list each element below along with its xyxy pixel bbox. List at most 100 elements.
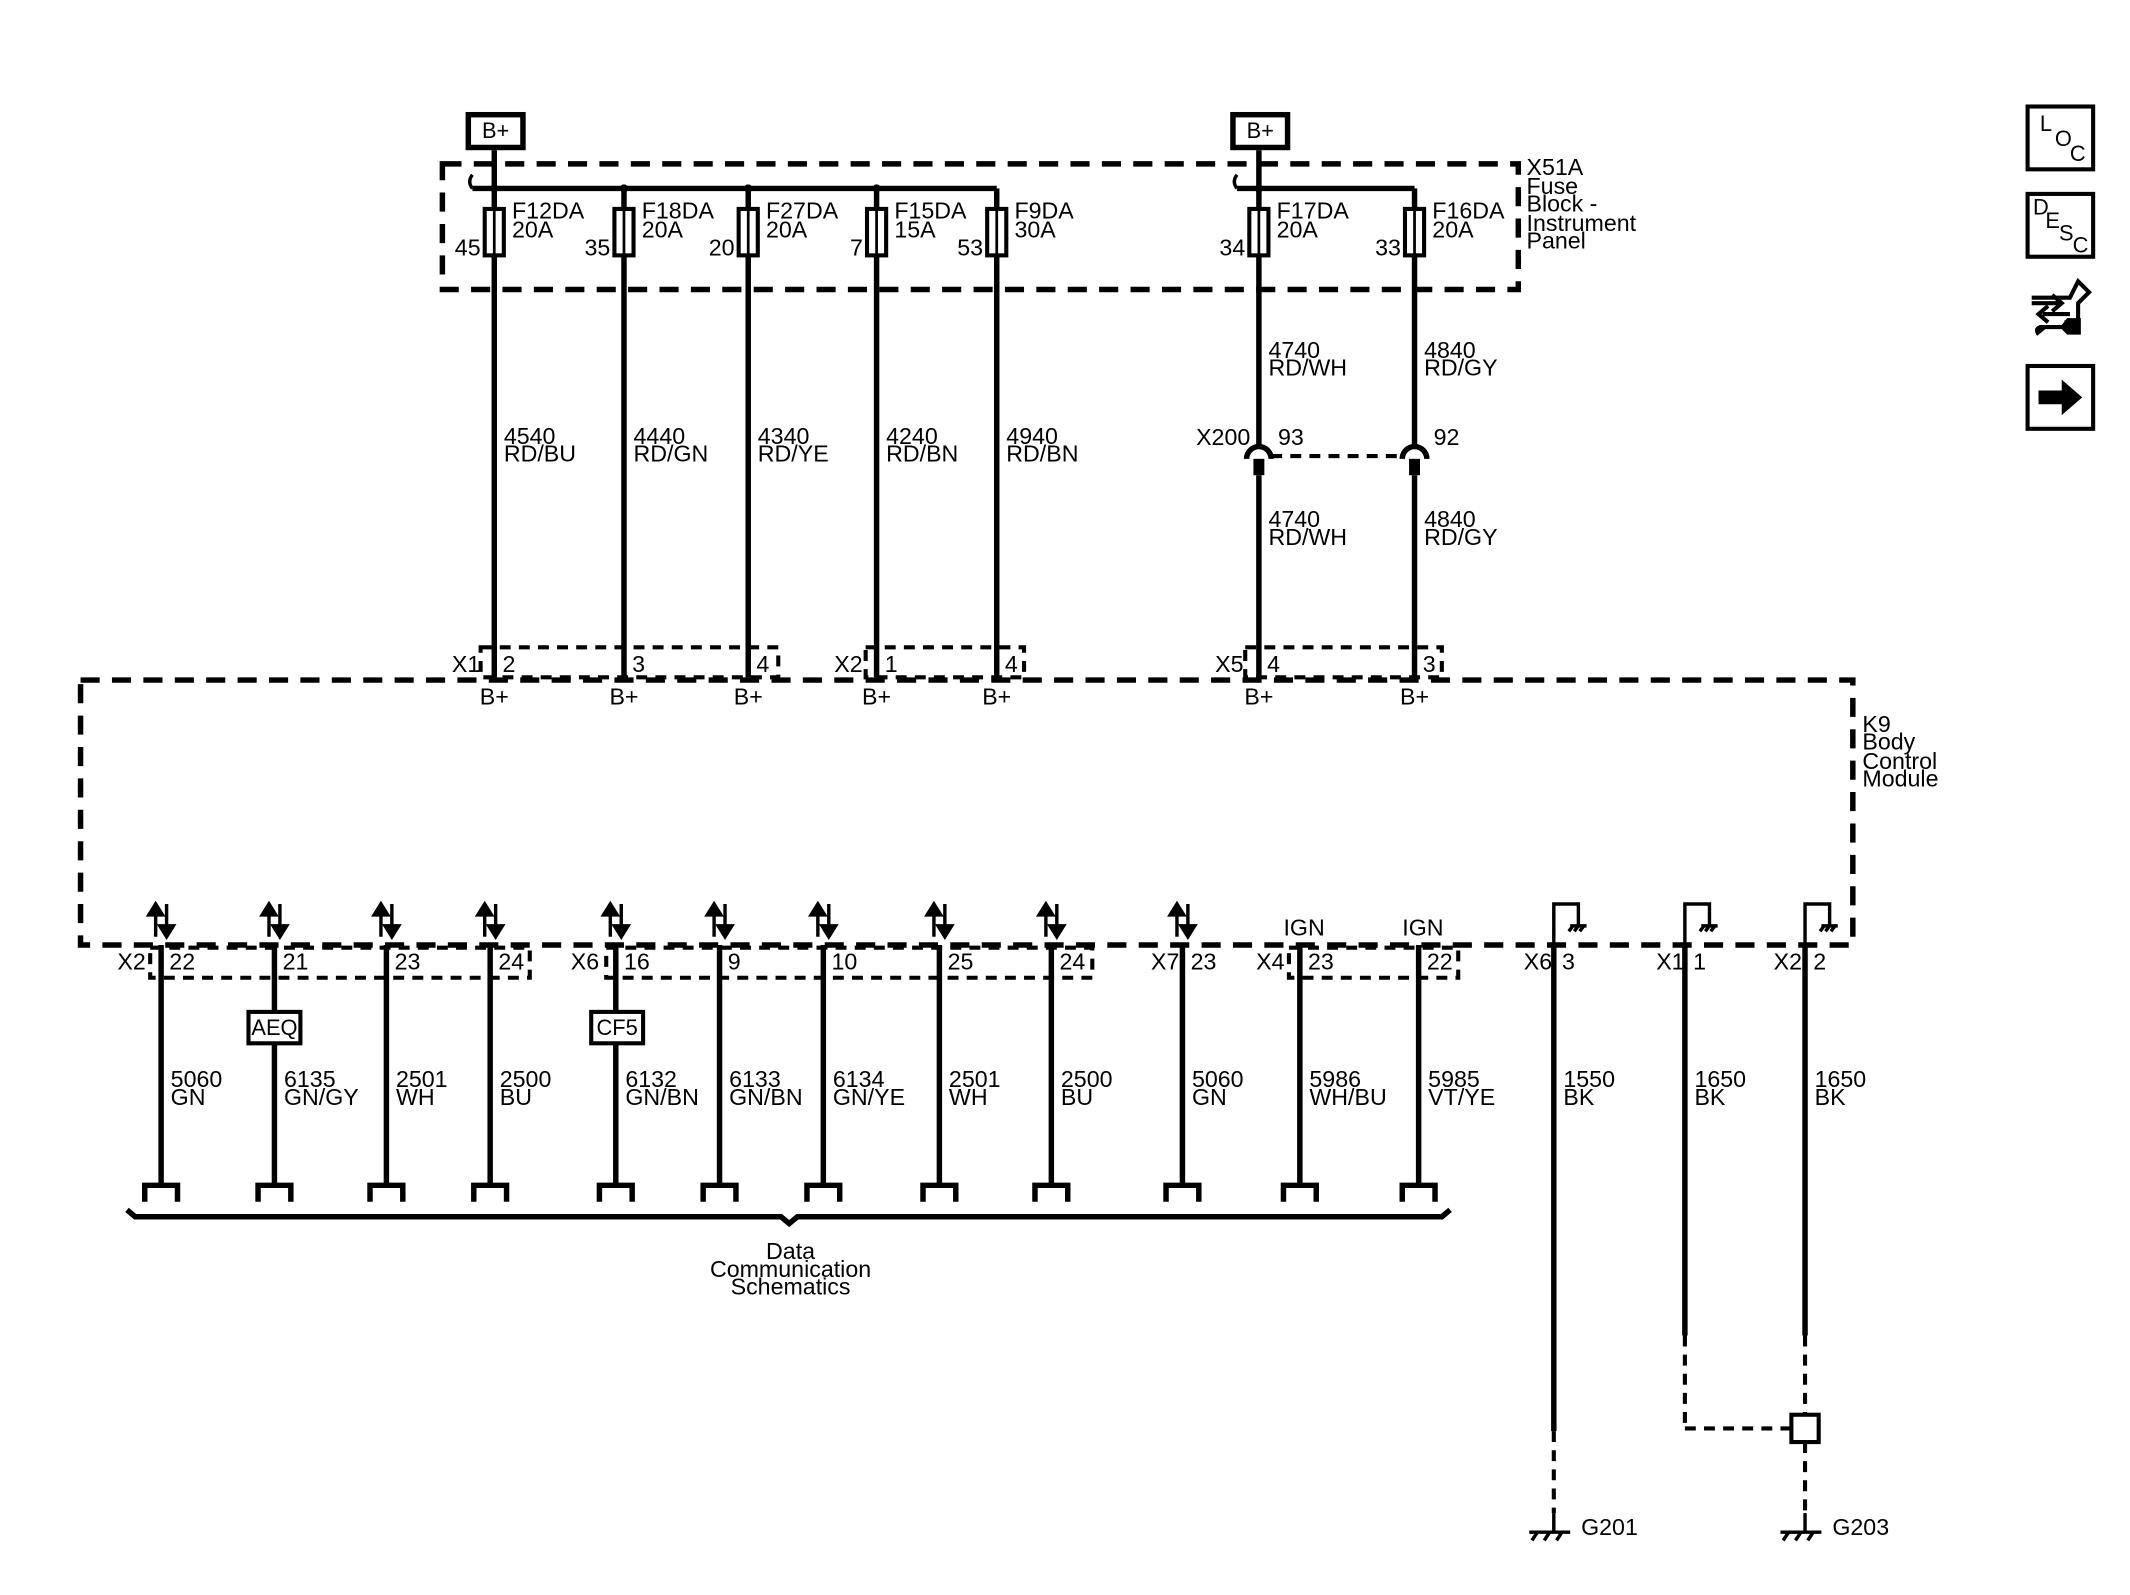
pin-number: 9 [728, 949, 741, 975]
bidirectional-arrow-icon [371, 900, 402, 941]
pin-number: 2 [1813, 949, 1826, 975]
ground-g201: G201 [1529, 1513, 1638, 1542]
wire-circuit: 6133 [729, 1066, 781, 1092]
connector-label: X5 [1215, 651, 1243, 677]
pin-number: 1 [885, 651, 898, 677]
connector-label: X1 [1656, 949, 1684, 975]
svg-text:CF5: CF5 [597, 1015, 638, 1040]
pin-number: 23 [1191, 949, 1217, 975]
fuse-pin: 35 [585, 234, 611, 260]
wire-circuit: 4440 [634, 423, 686, 449]
fuse-rating: 30A [1014, 217, 1056, 243]
fuse-id: F12DA [512, 197, 585, 223]
fuse-rating: 15A [894, 217, 936, 243]
pin-label-bplus: B+ [862, 684, 891, 710]
connector-terminal [1032, 1182, 1071, 1202]
connector-wrench-icon[interactable] [2031, 277, 2092, 336]
pin-label-bplus: B+ [1244, 684, 1273, 710]
wire-circuit: 6132 [625, 1066, 677, 1092]
fuse-id: F17DA [1277, 197, 1350, 223]
svg-text:RD/WH: RD/WH [1268, 524, 1347, 550]
pin-label-bplus: B+ [1400, 684, 1429, 710]
chassis-ground-icon [1683, 902, 1718, 945]
fuse-rating: 20A [512, 217, 554, 243]
svg-text:E: E [2045, 208, 2060, 233]
wire-color: RD/GN [634, 441, 709, 467]
wire-color: WH/BU [1309, 1084, 1386, 1110]
module-name: K9 Body Control Module [1862, 711, 1938, 792]
wire-color: BK [1694, 1084, 1725, 1110]
connector-x6-outline [604, 945, 1095, 980]
wire-circuit: 4540 [504, 423, 556, 449]
bidirectional-arrow-icon [145, 900, 177, 941]
connector-x4-outline [1286, 945, 1461, 980]
svg-text:92: 92 [1434, 424, 1460, 450]
connector-label: X4 [1256, 949, 1284, 975]
data-communication-label: Data Communication Schematics [710, 1238, 871, 1300]
connector-terminal [700, 1182, 739, 1202]
connector-terminal [596, 1182, 635, 1202]
wire-color: VT/YE [1428, 1084, 1495, 1110]
connector-label: X2 [117, 949, 145, 975]
connector-terminal [920, 1182, 959, 1202]
wire-circuit: 2501 [396, 1066, 448, 1092]
wire-color: BU [500, 1084, 532, 1110]
svg-text:K9: K9 [1862, 711, 1890, 737]
svg-text:Communication: Communication [710, 1256, 871, 1282]
svg-text:4840: 4840 [1424, 506, 1476, 532]
wire-color: GN/GY [284, 1084, 359, 1110]
desc-button[interactable]: D E S C [2025, 191, 2096, 259]
svg-text:Data: Data [766, 1238, 815, 1264]
bidirectional-arrow-icon [474, 900, 506, 941]
connector-terminal [255, 1182, 294, 1202]
wire-circuit: 2500 [1061, 1066, 1113, 1092]
connector-x2-bottom-outline [148, 945, 532, 980]
svg-text:X200: X200 [1196, 424, 1250, 450]
wire-color: BK [1563, 1084, 1594, 1110]
loc-button[interactable]: L O C [2025, 104, 2096, 172]
wire-color: GN [1192, 1084, 1227, 1110]
bplus-label: B+ [482, 118, 509, 143]
svg-text:93: 93 [1278, 424, 1304, 450]
connector-terminal [1399, 1182, 1438, 1202]
svg-text:4740: 4740 [1268, 506, 1320, 532]
chassis-ground-icon [1803, 902, 1838, 945]
inline-connector-x200: X200 93 92 [1196, 424, 1460, 476]
pin-number: 4 [1005, 651, 1018, 677]
wire-circuit: 2501 [949, 1066, 1001, 1092]
pin-number: 16 [624, 949, 650, 975]
wire-color: BK [1815, 1084, 1846, 1110]
fuse-pin: 7 [850, 234, 863, 260]
svg-text:S: S [2059, 220, 2074, 245]
fuse-block-outline [439, 161, 1522, 293]
connector-terminal [1163, 1182, 1202, 1202]
wire-color: RD/BU [504, 441, 576, 467]
svg-text:AEQ: AEQ [251, 1015, 297, 1040]
connector-terminal [1280, 1182, 1319, 1202]
bidirectional-arrow-icon [600, 900, 632, 941]
fuse-block-name: X51A Fuse Block - Instrument Panel [1527, 154, 1637, 254]
wire-circuit: 1650 [1694, 1066, 1746, 1092]
bidirectional-arrow-icon [1167, 900, 1198, 941]
fuse-id: F16DA [1432, 197, 1505, 223]
right-arrow-icon[interactable] [2025, 363, 2096, 431]
svg-text:Fuse: Fuse [1527, 173, 1579, 199]
wire-circuit: 4740 [1268, 337, 1320, 363]
fuse-rating: 20A [642, 217, 684, 243]
fuse-pin: 33 [1375, 234, 1401, 260]
svg-text:O: O [2055, 126, 2072, 151]
